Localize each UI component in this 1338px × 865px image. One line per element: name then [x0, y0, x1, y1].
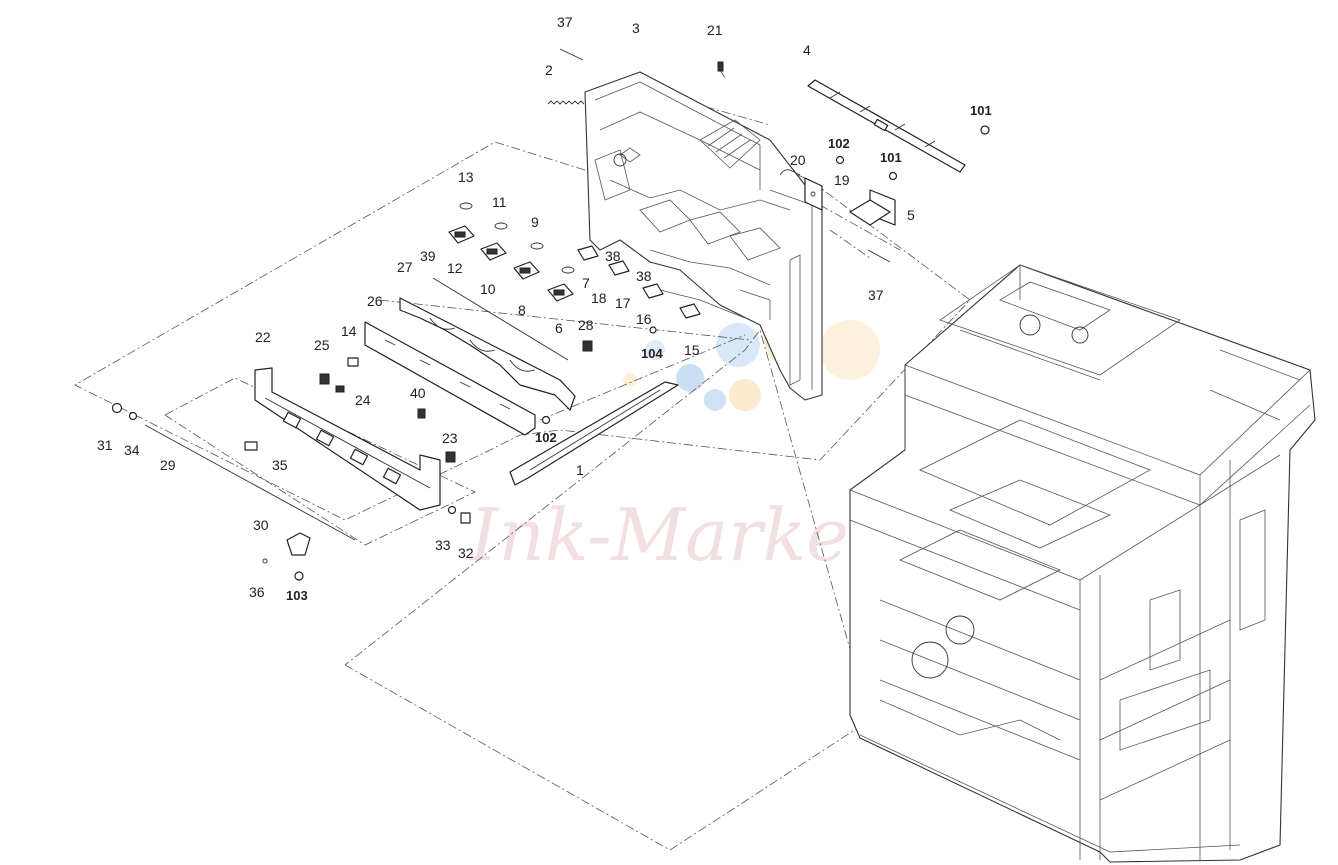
callout-24: 24: [355, 392, 371, 408]
callout-10: 10: [480, 281, 496, 297]
callout-104: 104: [641, 346, 663, 361]
watermark-dot: [820, 320, 880, 380]
callout-20: 20: [790, 152, 806, 168]
callout-15: 15: [684, 342, 700, 358]
main-chassis: [849, 264, 1316, 863]
callout-6: 6: [555, 320, 563, 336]
callout-14: 14: [341, 323, 357, 339]
part-20-hook: [779, 169, 801, 176]
callout-35: 35: [272, 457, 288, 473]
callout-26: 26: [367, 293, 383, 309]
callout-33: 33: [435, 537, 451, 553]
callout-37b: 37: [868, 287, 884, 303]
callout-23: 23: [442, 430, 458, 446]
callout-4: 4: [803, 42, 811, 58]
front-frame-part-3: [584, 71, 823, 401]
callout-7: 7: [582, 275, 590, 291]
part-104-screw: [649, 326, 657, 334]
part-25-spring: [319, 373, 330, 385]
part-103-screw: [294, 571, 304, 581]
callout-16: 16: [636, 311, 652, 327]
watermark-dot: [704, 389, 726, 411]
watermark-dot: [645, 340, 665, 360]
watermark-text: Ink-Market: [468, 493, 879, 577]
part-31-screw: [111, 402, 123, 414]
callout-38a: 38: [605, 248, 621, 264]
callout-29: 29: [160, 457, 176, 473]
callout-103: 103: [286, 588, 308, 603]
callout-1: 1: [576, 462, 584, 478]
part-101-screw-mid: [888, 171, 898, 181]
part-24-spring: [335, 385, 345, 393]
part-37-pin-right: [867, 249, 891, 263]
callout-11: 11: [492, 194, 507, 210]
callout-37: 37: [557, 14, 573, 30]
callout-102b: 102: [535, 430, 557, 445]
watermark: Ink-Market: [468, 314, 880, 577]
callout-19: 19: [834, 172, 850, 188]
part-40-gear: [417, 408, 426, 419]
callout-3: 3: [632, 20, 640, 36]
part-34-washer: [128, 411, 138, 421]
part-21-clip: [717, 61, 724, 72]
part-23-spring: [445, 451, 456, 463]
callout-28: 28: [578, 317, 594, 333]
part-37-pin-top: [559, 48, 584, 61]
pads-13-11-9-7: [459, 202, 575, 274]
part-29-shaft: [144, 424, 356, 541]
callout-32: 32: [458, 545, 474, 561]
cams-12-10-8-6: [448, 225, 574, 302]
callout-31: 31: [97, 437, 113, 453]
callout-38b: 38: [636, 268, 652, 284]
part-1-guide: [509, 381, 679, 486]
part-102-screw-rail: [541, 415, 551, 425]
part-39-rod: [432, 277, 569, 361]
part-32-clip: [460, 512, 471, 524]
callout-36: 36: [249, 584, 265, 600]
part-30-lever: [286, 532, 311, 556]
part-101-screw-top: [980, 125, 990, 135]
part-14-clip: [347, 357, 359, 367]
watermark-dot: [729, 379, 761, 411]
callout-39: 39: [420, 248, 436, 264]
callout-21: 21: [707, 22, 723, 38]
callout-5: 5: [907, 207, 915, 223]
part-26-rail: [364, 321, 536, 436]
part-19-plate: [804, 177, 823, 211]
callout-34: 34: [124, 442, 140, 458]
watermark-dot: [676, 364, 704, 392]
callout-8: 8: [518, 302, 526, 318]
callout-30: 30: [253, 517, 269, 533]
part-2-spring: [547, 100, 585, 105]
part-102-screw-top: [835, 155, 845, 165]
watermark-dot: [623, 373, 637, 387]
callout-12: 12: [447, 260, 463, 276]
callout-18: 18: [591, 290, 607, 306]
callout-2: 2: [545, 62, 553, 78]
part-27-rail: [399, 297, 576, 411]
part-33-washer: [447, 505, 457, 515]
callout-40: 40: [410, 385, 426, 401]
callout-27: 27: [397, 259, 413, 275]
callout-102a: 102: [828, 136, 850, 151]
levers-18-17-16-15: [577, 245, 701, 319]
part-36-pin: [262, 558, 268, 564]
part-28-gear: [582, 340, 593, 352]
callout-25: 25: [314, 337, 330, 353]
callout-13: 13: [458, 169, 474, 185]
part-4-bracket: [807, 79, 966, 173]
part-35-label: [244, 441, 258, 451]
callout-101b: 101: [880, 150, 902, 165]
callout-17: 17: [615, 295, 631, 311]
watermark-dot: [716, 323, 760, 367]
callout-101a: 101: [970, 103, 992, 118]
callout-9: 9: [531, 214, 539, 230]
callout-22: 22: [255, 329, 271, 345]
part-22-front-cover: [254, 367, 441, 511]
part-5-bracket: [849, 189, 896, 226]
